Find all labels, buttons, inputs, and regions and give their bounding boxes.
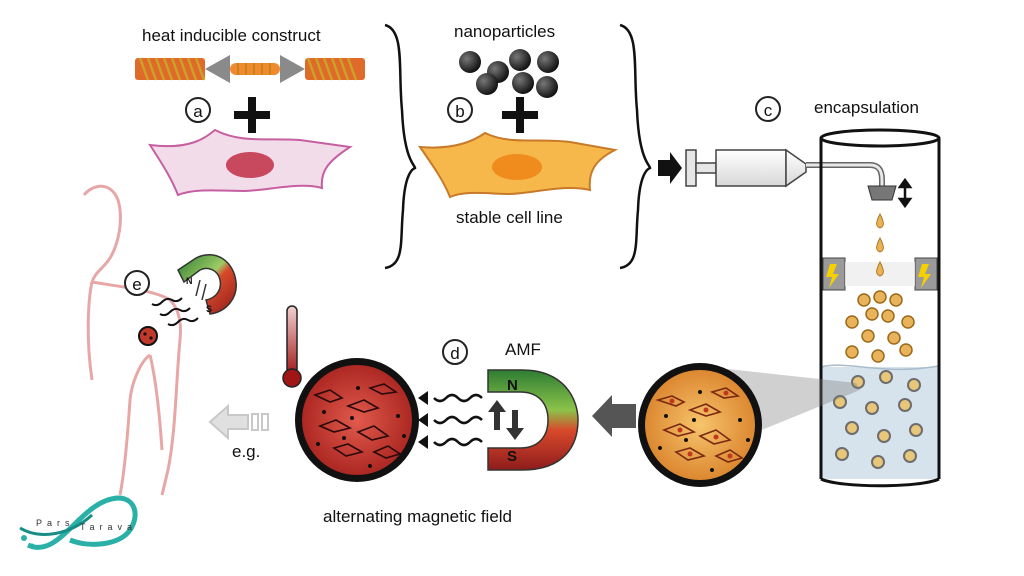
eg-label: e.g. (232, 442, 261, 461)
encapsulation-label: encapsulation (814, 98, 919, 117)
step-c-badge: c (755, 96, 781, 122)
plus-sign-b (502, 97, 538, 133)
step-d-badge: d (442, 339, 468, 365)
cell-b (417, 131, 619, 199)
syringe (685, 148, 897, 201)
capsule-zoom (638, 363, 762, 487)
plus-sign-a (234, 97, 270, 133)
wave-arrowheads-d (418, 391, 428, 449)
svg-text:S: S (206, 304, 212, 314)
electrode-left (822, 257, 846, 291)
logo-word-pars: Pars (36, 518, 75, 528)
capsules-in-liquid (833, 370, 923, 469)
alternating-magnetic-field-label: alternating magnetic field (323, 507, 513, 526)
magnet-south-label: S (507, 448, 518, 465)
nanoparticles-label: nanoparticles (454, 22, 556, 41)
patient-silhouette (82, 184, 182, 496)
droplets (876, 212, 884, 277)
arrow-to-patient (208, 403, 269, 441)
pars-tarava-logo (19, 495, 138, 550)
bracket-right-a (384, 23, 417, 270)
step-b-badge: b (447, 97, 473, 123)
heated-capsule-zoom (295, 358, 419, 482)
magnet-polarity-arrows (488, 400, 524, 440)
stable-cell-line-label: stable cell line (456, 208, 563, 227)
magnetic-waves-d (433, 393, 483, 447)
magnetic-waves-e (151, 297, 199, 327)
construct-label: heat inducible construct (142, 26, 321, 45)
capsules-falling (845, 290, 915, 363)
step-e-badge: e (124, 270, 150, 296)
nanoparticles-cluster (459, 49, 559, 98)
electrode-right (914, 257, 938, 291)
arrow-capsule-to-magnet (592, 395, 636, 437)
bracket-right-b (619, 23, 652, 270)
step-a-badge: a (185, 97, 211, 123)
amf-magnet (487, 369, 579, 471)
logo-word-tarava: Tarava (80, 522, 138, 532)
thermometer-icon (282, 305, 302, 388)
arrow-to-syringe (658, 152, 682, 184)
svg-text:N: N (186, 276, 193, 286)
heat-inducible-construct (135, 55, 365, 83)
small-magnet-e: N S (177, 253, 237, 315)
nozzle-motion-arrow (897, 177, 913, 209)
magnet-north-label: N (507, 377, 518, 394)
tumor-implant (138, 326, 158, 346)
amf-label: AMF (505, 340, 541, 359)
cell-a (147, 128, 353, 197)
